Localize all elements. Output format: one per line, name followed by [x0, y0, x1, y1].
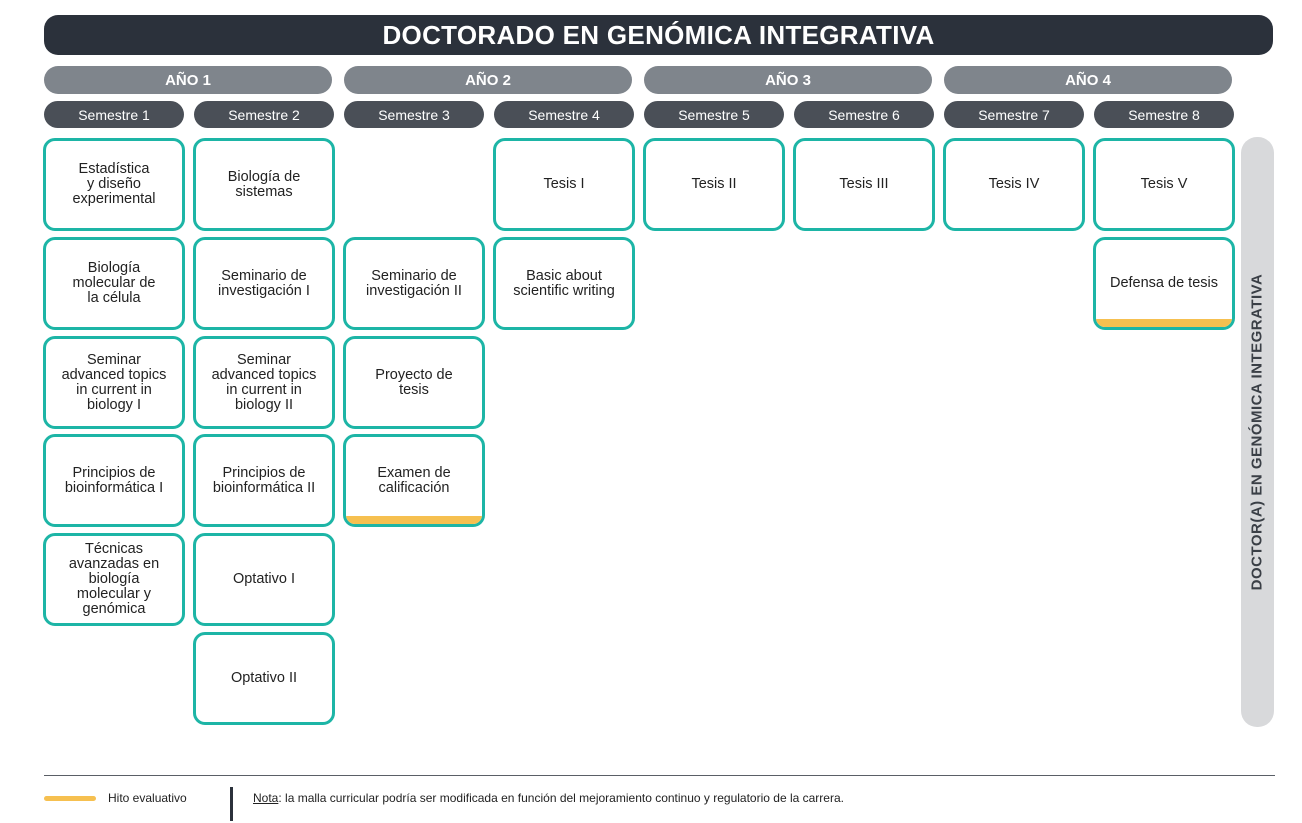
course-label: Examen de calificación [377, 464, 451, 496]
course-label: Técnicas avanzadas en biología molecular… [68, 541, 160, 617]
course-card: Estadística y diseño experimental [43, 138, 185, 231]
page-title: DOCTORADO EN GENÓMICA INTEGRATIVA [44, 15, 1273, 55]
milestone-legend-label: Hito evaluativo [108, 791, 187, 805]
course-card: Seminario de investigación I [193, 237, 335, 330]
course-label: Biología de sistemas [227, 168, 301, 200]
note-text: : la malla curricular podría ser modific… [278, 791, 844, 805]
course-label: Seminar advanced topics in current in bi… [211, 351, 317, 413]
year-header-1: AÑO 1 [44, 66, 332, 94]
semester-header-6: Semestre 6 [794, 101, 934, 128]
course-label: Basic about scientific writing [513, 267, 615, 299]
course-card: Optativo I [193, 533, 335, 626]
course-label: Optativo I [232, 571, 296, 587]
course-card: Basic about scientific writing [493, 237, 635, 330]
semester-header-8: Semestre 8 [1094, 101, 1234, 128]
milestone-bar [1096, 319, 1232, 327]
course-label: Tesis II [691, 176, 737, 192]
degree-label: DOCTOR(A) EN GENÓMICA INTEGRATIVA [1248, 273, 1266, 591]
course-label: Tesis V [1140, 176, 1188, 192]
course-label: Defensa de tesis [1109, 275, 1218, 291]
course-card: Proyecto de tesis [343, 336, 485, 429]
course-label: Seminario de investigación I [218, 267, 310, 299]
note-key: Nota [253, 791, 279, 805]
course-card: Biología de sistemas [193, 138, 335, 231]
semester-header-2: Semestre 2 [194, 101, 334, 128]
course-label: Estadística y diseño experimental [72, 161, 156, 207]
course-label: Tesis III [839, 176, 889, 192]
milestone-legend-swatch [44, 796, 96, 801]
milestone-bar [346, 516, 482, 524]
degree-bar [1241, 137, 1274, 727]
semester-header-7: Semestre 7 [944, 101, 1084, 128]
course-label: Principios de bioinformática II [212, 464, 316, 496]
course-card: Técnicas avanzadas en biología molecular… [43, 533, 185, 626]
footer-note: Nota: la malla curricular podría ser mod… [253, 791, 844, 805]
semester-header-1: Semestre 1 [44, 101, 184, 128]
course-label: Tesis I [543, 176, 585, 192]
footer-divider [44, 775, 1275, 776]
course-card: Principios de bioinformática I [43, 434, 185, 527]
year-header-3: AÑO 3 [644, 66, 932, 94]
course-card: Tesis IV [943, 138, 1085, 231]
course-card: Seminar advanced topics in current in bi… [43, 336, 185, 429]
semester-header-3: Semestre 3 [344, 101, 484, 128]
course-label: Biología molecular de la célula [72, 260, 156, 306]
course-card: Optativo II [193, 632, 335, 725]
semester-header-4: Semestre 4 [494, 101, 634, 128]
course-card: Tesis III [793, 138, 935, 231]
course-card: Seminario de investigación II [343, 237, 485, 330]
course-label: Seminario de investigación II [366, 267, 462, 299]
course-label: Tesis IV [988, 176, 1040, 192]
course-card: Biología molecular de la célula [43, 237, 185, 330]
course-card-milestone: Examen de calificación [343, 434, 485, 527]
year-header-4: AÑO 4 [944, 66, 1232, 94]
course-card: Tesis I [493, 138, 635, 231]
course-card: Principios de bioinformática II [193, 434, 335, 527]
course-card: Tesis V [1093, 138, 1235, 231]
course-card-milestone: Defensa de tesis [1093, 237, 1235, 330]
course-label: Optativo II [230, 670, 298, 686]
year-header-2: AÑO 2 [344, 66, 632, 94]
course-card: Tesis II [643, 138, 785, 231]
course-card: Seminar advanced topics in current in bi… [193, 336, 335, 429]
legend-divider [230, 787, 233, 821]
semester-header-5: Semestre 5 [644, 101, 784, 128]
course-label: Proyecto de tesis [375, 366, 453, 398]
course-label: Seminar advanced topics in current in bi… [61, 351, 167, 413]
course-label: Principios de bioinformática I [64, 464, 164, 496]
